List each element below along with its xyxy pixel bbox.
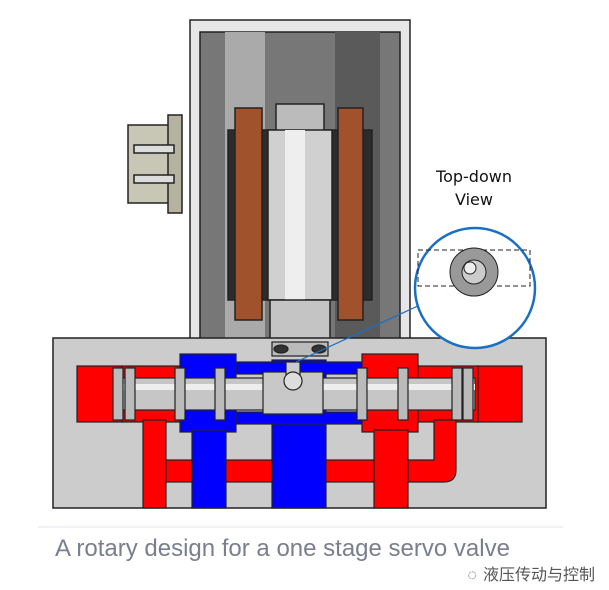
top-down-view-inset: [413, 226, 537, 350]
coil-left: [234, 107, 263, 321]
electrical-connector: [127, 114, 183, 214]
watermark-text: 液压传动与控制: [482, 567, 595, 584]
watermark: ◌ 液压传动与控制: [467, 566, 595, 586]
rotor-shaft: [267, 103, 333, 341]
wechat-icon: ◌: [467, 567, 477, 584]
divider: [38, 526, 563, 528]
figure-caption: A rotary design for a one stage servo va…: [55, 535, 510, 562]
view-label-line2: View: [455, 190, 493, 209]
coil-right: [337, 107, 364, 321]
spool: [112, 361, 476, 421]
seal-ring: [271, 341, 329, 357]
view-label-line1: Top-down: [435, 167, 512, 186]
